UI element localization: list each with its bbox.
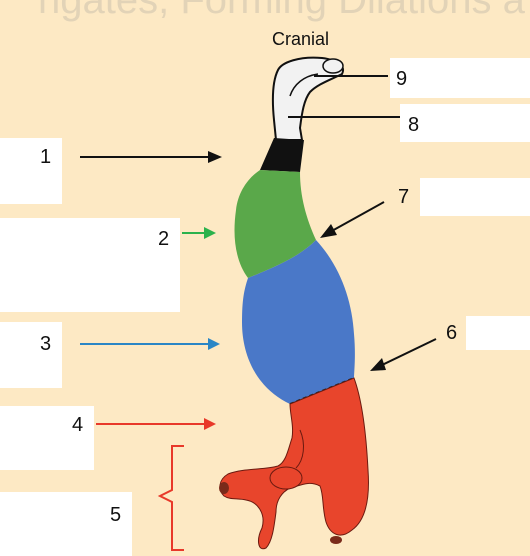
arrow-2 (182, 227, 216, 239)
page-title-fragment: ngates, Forming Dilations a (38, 0, 525, 22)
answer-box-5[interactable] (0, 492, 132, 556)
label-5: 5 (110, 504, 122, 526)
answer-box-4[interactable] (0, 406, 94, 470)
answer-box-6[interactable] (466, 316, 530, 350)
blue-segment (242, 240, 355, 404)
label-6: 6 (446, 322, 458, 344)
label-1: 1 (40, 146, 52, 168)
black-segment (260, 138, 304, 172)
arrow-1 (80, 151, 222, 163)
label-7: 7 (398, 186, 410, 208)
label-4: 4 (72, 414, 84, 436)
label-2: 2 (158, 228, 170, 250)
green-segment (234, 170, 316, 278)
label-8: 8 (408, 114, 420, 136)
cranial-label: Cranial (272, 29, 330, 49)
arrow-7 (320, 201, 385, 238)
arrow-6 (370, 338, 437, 371)
answer-box-2[interactable] (0, 218, 180, 312)
answer-box-9[interactable] (390, 58, 530, 98)
arrow-4 (96, 418, 216, 430)
label-9: 9 (396, 68, 408, 90)
answer-box-8[interactable] (400, 104, 530, 142)
answer-box-7[interactable] (420, 178, 530, 216)
arrow-3 (80, 338, 220, 350)
white-segment (271, 56, 344, 141)
answer-box-1[interactable] (0, 138, 62, 204)
answer-box-3[interactable] (0, 322, 62, 388)
bracket-5 (157, 445, 184, 551)
title-strip: ngates, Forming Dilations a (0, 0, 530, 24)
label-3: 3 (40, 333, 52, 355)
red-segment (219, 377, 369, 550)
